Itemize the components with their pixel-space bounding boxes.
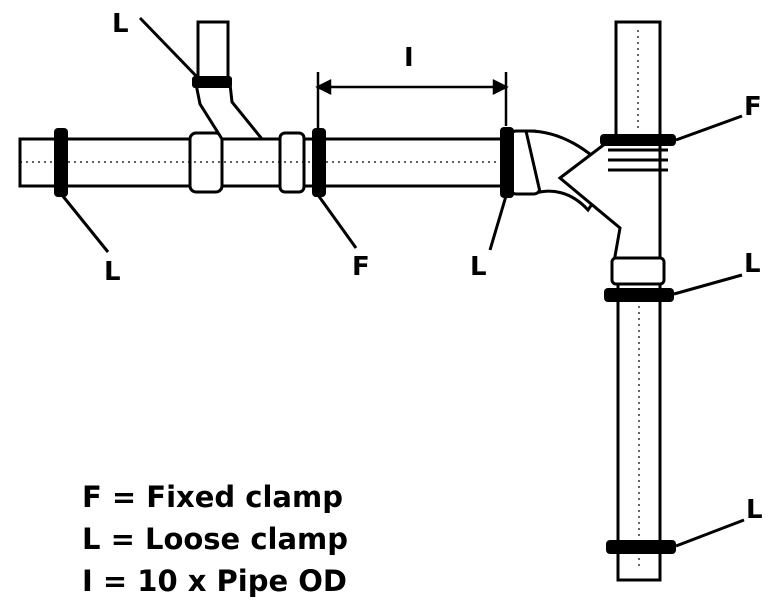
vertical-stack-upper <box>614 20 662 142</box>
loose-clamp-left <box>54 128 68 197</box>
label-fixed-mid: F <box>352 252 370 282</box>
fixed-clamp-mid <box>312 128 326 197</box>
legend-spacing: I = 10 x Pipe OD <box>82 564 347 598</box>
leader-line <box>673 273 743 296</box>
legend: F = Fixed clamp L = Loose clamp I = 10 x… <box>82 476 348 602</box>
dimension-arrow-right <box>492 78 509 96</box>
loose-clamp-mid <box>500 127 514 198</box>
pipe-socket-joint <box>278 131 306 194</box>
legend-fixed-clamp: F = Fixed clamp <box>82 480 343 514</box>
leader-line <box>138 16 202 82</box>
leader-line <box>60 194 110 253</box>
leader-line <box>316 194 358 249</box>
label-clamp-top-left: L <box>112 9 129 39</box>
fixed-clamp-right <box>600 134 676 146</box>
branch-elbow <box>194 82 266 141</box>
loose-clamp-top-left <box>192 76 232 88</box>
label-loose-right-bottom: L <box>746 495 763 525</box>
leader-line <box>675 114 743 142</box>
label-fixed-right: F <box>744 92 762 122</box>
dimension-arrow-left <box>315 78 332 96</box>
pipe-socket-joint <box>610 256 666 286</box>
label-loose-right-mid: L <box>744 249 761 279</box>
label-clamp-left: L <box>104 257 121 287</box>
leader-line <box>675 518 745 548</box>
leader-line <box>488 195 508 251</box>
legend-loose-clamp: L = Loose clamp <box>82 522 348 556</box>
branch-pipe-top-left <box>196 20 230 86</box>
label-spacing: I <box>404 43 414 73</box>
label-loose-mid: L <box>470 252 487 282</box>
loose-clamp-right-bottom <box>606 540 676 554</box>
loose-clamp-right-mid <box>604 288 674 302</box>
